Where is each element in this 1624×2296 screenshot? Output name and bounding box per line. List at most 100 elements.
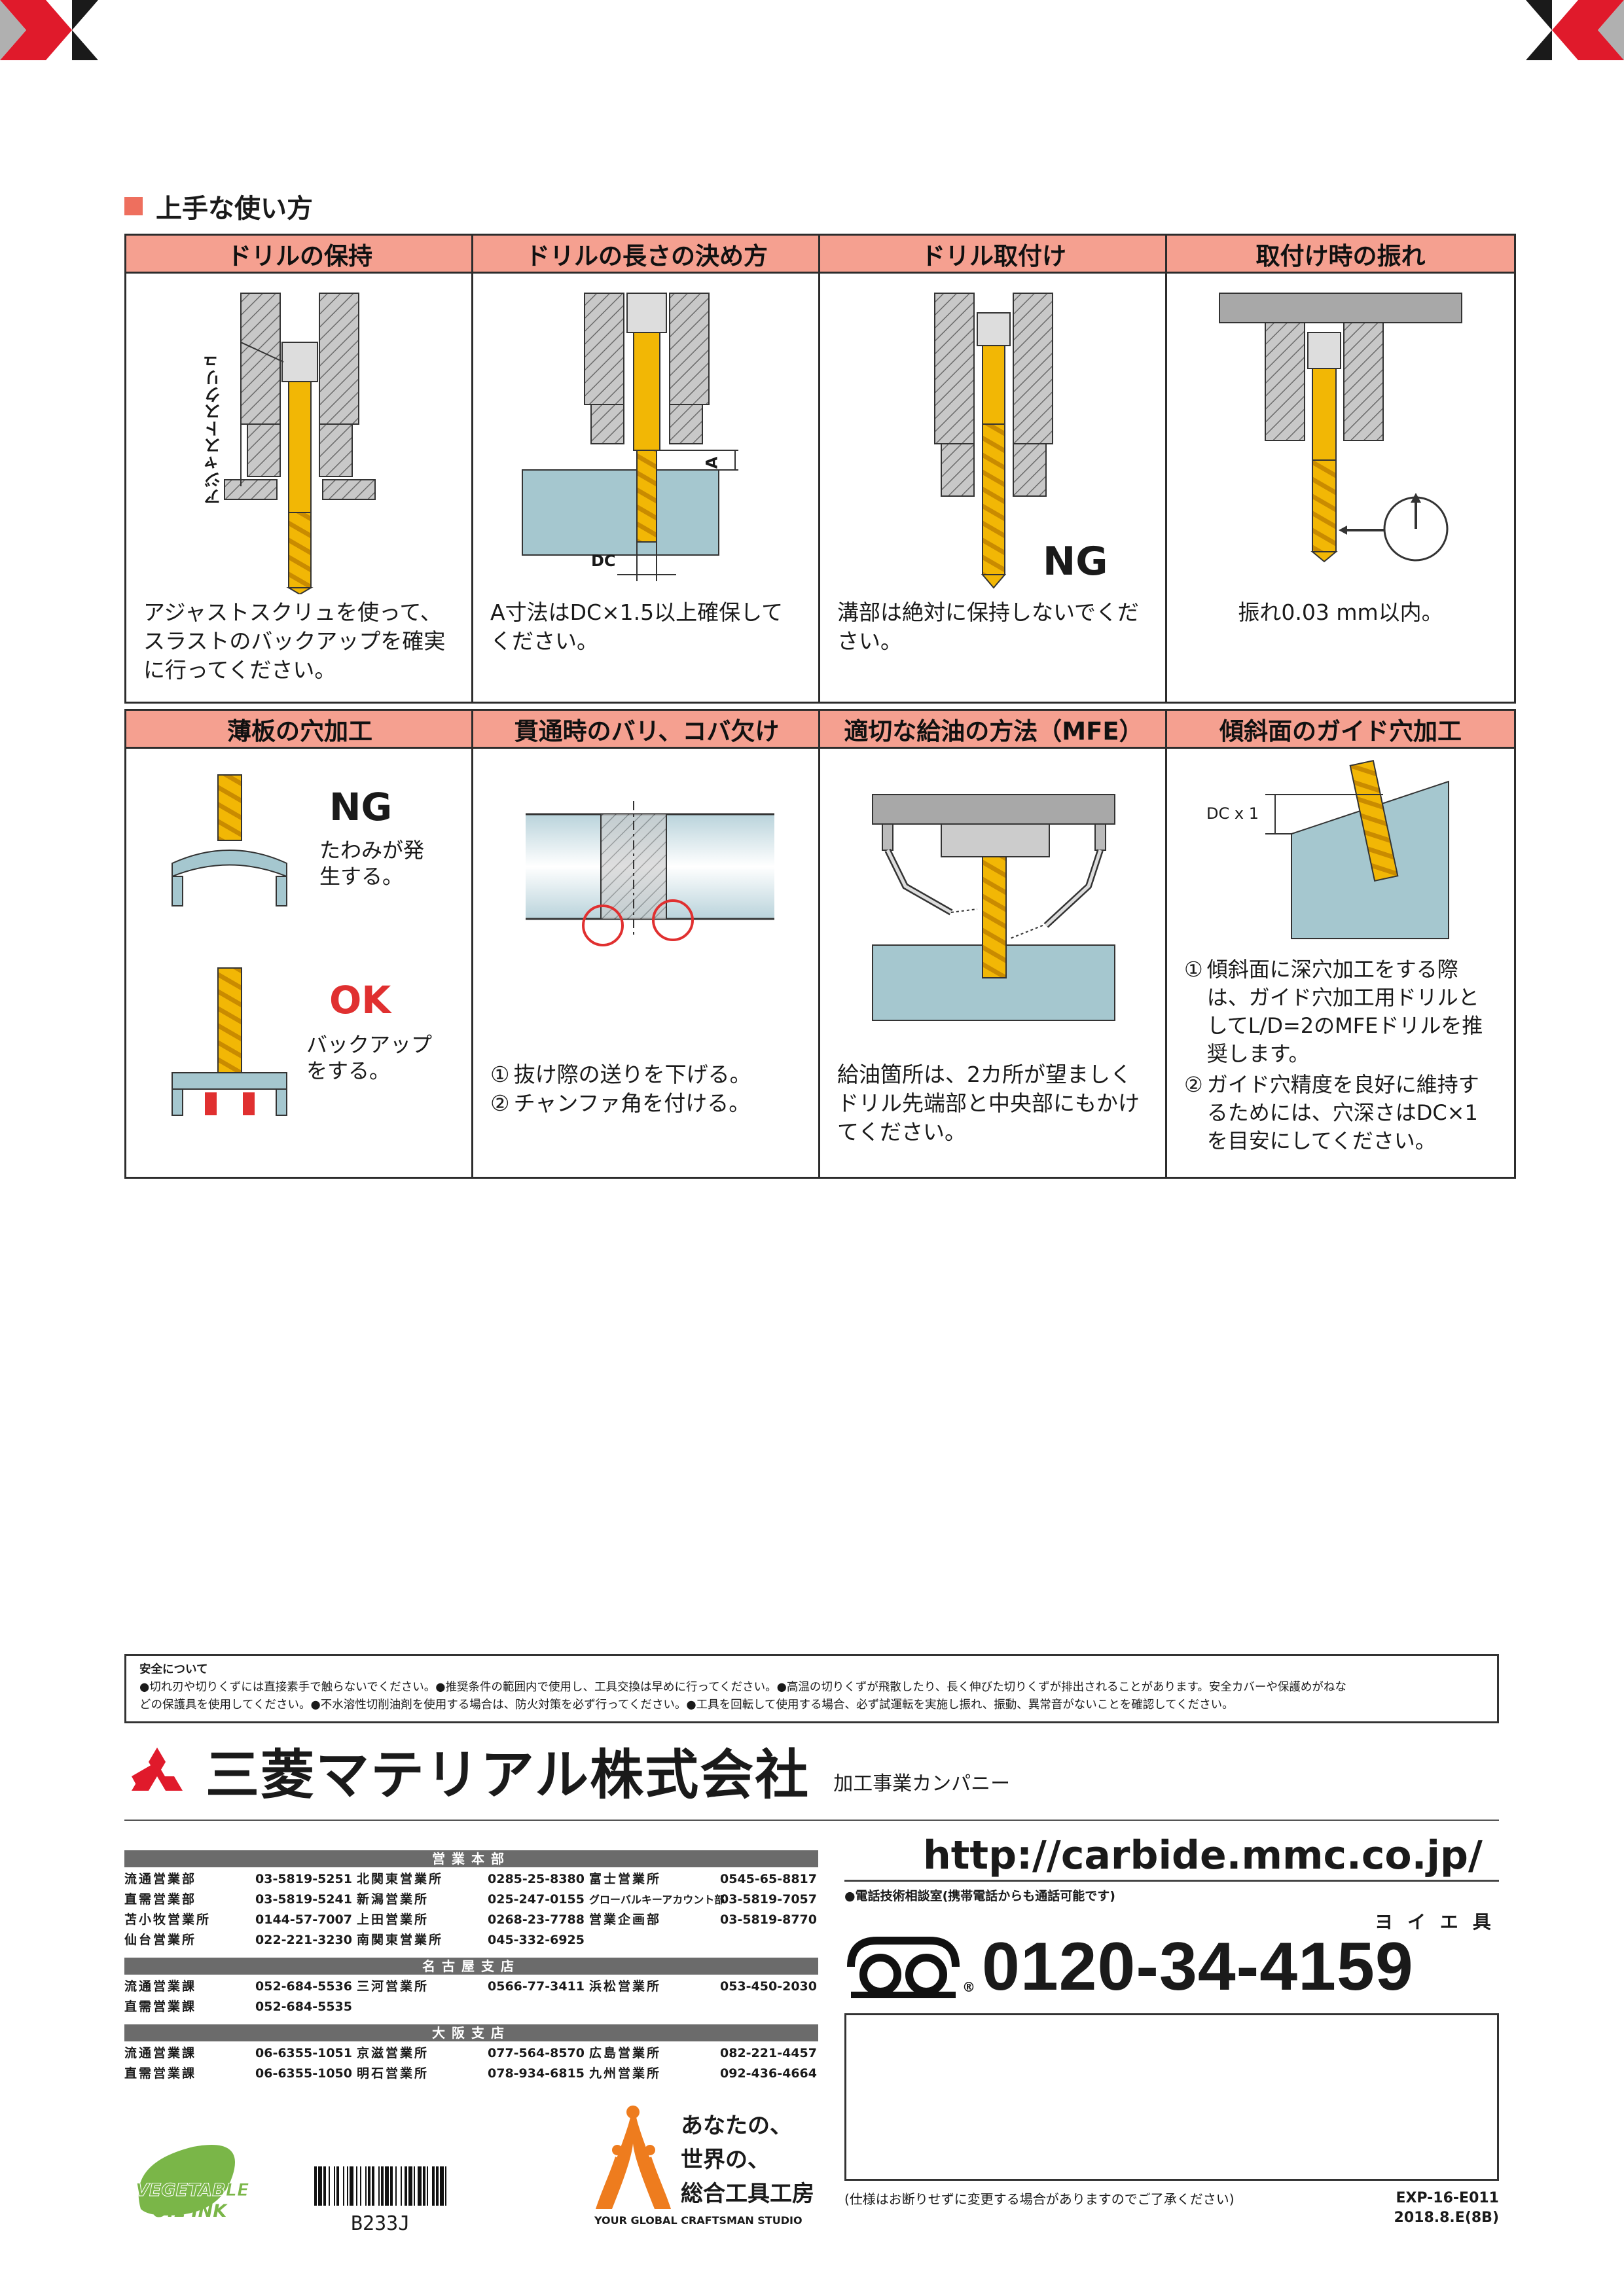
panel-caption: アジャストスクリュを使って、スラストのバックアップを確実に行ってください。 xyxy=(143,600,446,683)
office-name: 新潟営業所 xyxy=(357,1892,429,1907)
barcode-bar xyxy=(385,2166,389,2206)
caption-item-text: 抜け際の送りを下げる。 xyxy=(513,1062,751,1087)
barcode-bar xyxy=(440,2166,444,2206)
office-phone[interactable]: 0285-25-8380 xyxy=(488,1872,585,1886)
panel-title: ドリルの長さの決め方 xyxy=(473,236,820,274)
office-entry xyxy=(589,1998,818,2017)
office-phone[interactable]: 053-450-2030 xyxy=(720,1979,817,1994)
office-phone[interactable]: 0268-23-7788 xyxy=(488,1912,585,1927)
office-name: 流通営業課 xyxy=(124,1979,197,1994)
panel-drill-mounting: ドリル取付け NG 溝部は絶対に保持しないでください。 xyxy=(818,234,1169,704)
panel-thin-plate: 薄板の穴加工 NG たわみが発生する。 OK バックアップをする。 xyxy=(124,709,475,1179)
craftsman-studio-logo-icon xyxy=(596,2106,671,2209)
office-phone[interactable]: 082-221-4457 xyxy=(720,2046,817,2060)
office-phone[interactable]: 06-6355-1050 xyxy=(255,2066,352,2081)
panel-title: ドリルの保持 xyxy=(126,236,473,274)
divider xyxy=(124,1820,1499,1821)
barcode-bar xyxy=(414,2166,415,2206)
barcode-bar xyxy=(350,2166,353,2206)
barcode-bar xyxy=(356,2166,357,2206)
barcode-bar xyxy=(378,2166,380,2206)
office-phone[interactable]: 077-564-8570 xyxy=(488,2046,585,2060)
safety-line-1: ●切れ刃や切りくずには直接素手で触らないでください。●推奨条件の範囲内で使用し、… xyxy=(139,1681,1346,1694)
document-code: EXP-16-E011 2018.8.E(8B) xyxy=(1380,2189,1499,2228)
barcode-bar xyxy=(427,2166,428,2206)
office-phone[interactable]: 03-5819-5251 xyxy=(255,1872,352,1886)
barcode xyxy=(314,2166,446,2206)
ok-text: バックアップをする。 xyxy=(306,1032,433,1083)
phone-support-note: ●電話技術相談室(携帯電話からも通話可能です) xyxy=(844,1889,1115,1903)
mitsubishi-logo-icon xyxy=(132,1748,183,1791)
office-name: 広島営業所 xyxy=(589,2046,662,2060)
barcode-bar xyxy=(318,2166,322,2206)
barcode-bar xyxy=(432,2166,435,2206)
office-name: 京滋営業所 xyxy=(357,2046,429,2060)
office-phone[interactable]: 022-221-3230 xyxy=(255,1933,352,1947)
slogan-line-3: 総合工具工房 xyxy=(681,2181,814,2207)
panel-caption: 給油箇所は、2カ所が望ましくドリル先端部と中央部にもかけてください。 xyxy=(837,1062,1140,1145)
office-name: 営業企画部 xyxy=(589,1912,662,1927)
craftsman-slogan: あなたの、 世界の、 総合工具工房 xyxy=(681,2109,814,2211)
office-phone[interactable]: 0144-57-7007 xyxy=(255,1912,352,1927)
office-phone[interactable]: 052-684-5536 xyxy=(255,1979,352,1994)
document-number: EXP-16-E011 xyxy=(1396,2190,1499,2206)
office-entry: 京滋営業所 077-564-8570 xyxy=(357,2044,589,2063)
office-phone[interactable]: 03-5819-8770 xyxy=(720,1912,817,1927)
barcode-bar xyxy=(436,2166,439,2206)
safety-line-2: どの保護具を使用してください。●不水溶性切削油剤を使用する場合は、防火対策を必ず… xyxy=(139,1698,1234,1712)
freedial-block: ® 0120-34-4159 xyxy=(844,1928,1414,2005)
phone-number[interactable]: 0120-34-4159 xyxy=(982,1928,1414,2005)
caption-item-text: チャンファ角を付ける。 xyxy=(513,1090,751,1116)
panel-drill-holding: ドリルの保持 アジャストスクリュ アジャストスクリュを使って、スラストのバックア… xyxy=(124,234,475,704)
registered-mark-icon: ® xyxy=(962,1979,975,1995)
caption-item-text: ガイド穴精度を良好に維持するためには、穴深さはDC×1を目安にしてください。 xyxy=(1206,1072,1479,1153)
barcode-bar xyxy=(336,2166,339,2206)
office-phone[interactable]: 06-6355-1051 xyxy=(255,2046,352,2060)
office-region-header: 営業本部 xyxy=(124,1850,818,1867)
office-phone[interactable]: 0545-65-8817 xyxy=(720,1872,817,1886)
corner-mark-left xyxy=(0,0,98,60)
office-name: 浜松営業所 xyxy=(589,1979,662,1994)
oil-supply-figure xyxy=(820,749,1167,1056)
ng-text: たわみが発生する。 xyxy=(319,838,425,889)
caption-item-number: ① xyxy=(1184,957,1203,982)
office-name: 富士営業所 xyxy=(589,1872,662,1886)
barcode-bar xyxy=(329,2166,330,2206)
office-name: 直需営業課 xyxy=(124,2000,197,2014)
panel-title: 薄板の穴加工 xyxy=(126,711,473,749)
barcode-bar xyxy=(347,2166,348,2206)
office-phone[interactable]: 0566-77-3411 xyxy=(488,1979,585,1994)
office-name: 流通営業部 xyxy=(124,1872,197,1886)
office-phone[interactable]: 045-332-6925 xyxy=(488,1933,585,1947)
office-phone[interactable]: 025-247-0155 xyxy=(488,1892,585,1907)
barcode-bar xyxy=(390,2166,393,2206)
company-header: 三菱マテリアル株式会社 加工事業カンパニー xyxy=(124,1746,1010,1805)
office-phone[interactable]: 03-5819-5241 xyxy=(255,1892,352,1907)
panel-title: 適切な給油の方法（MFE） xyxy=(820,711,1167,749)
caption-item-number: ② xyxy=(490,1090,510,1116)
office-name: 流通営業課 xyxy=(124,2046,197,2060)
office-phone[interactable]: 078-934-6815 xyxy=(488,2066,585,2081)
office-name: 直需営業課 xyxy=(124,2066,197,2081)
office-region-header: 大阪支店 xyxy=(124,2024,818,2041)
office-phone[interactable]: 052-684-5535 xyxy=(255,2000,352,2014)
office-phone[interactable]: 03-5819-7057 xyxy=(720,1892,817,1907)
slogan-line-2: 世界の、 xyxy=(681,2147,770,2173)
office-name: 北関東営業所 xyxy=(357,1872,444,1886)
office-phone[interactable]: 092-436-4664 xyxy=(720,2066,817,2081)
office-name: 上田営業所 xyxy=(357,1912,429,1927)
office-directory: 営業本部流通営業部 03-5819-5251 北関東営業所 0285-25-8380 富… xyxy=(124,1842,818,2083)
website-url[interactable]: http://carbide.mmc.co.jp/ xyxy=(923,1833,1483,1878)
barcode-bar xyxy=(323,2166,326,2206)
inclined-surface-figure: DC x 1 xyxy=(1167,749,1514,952)
